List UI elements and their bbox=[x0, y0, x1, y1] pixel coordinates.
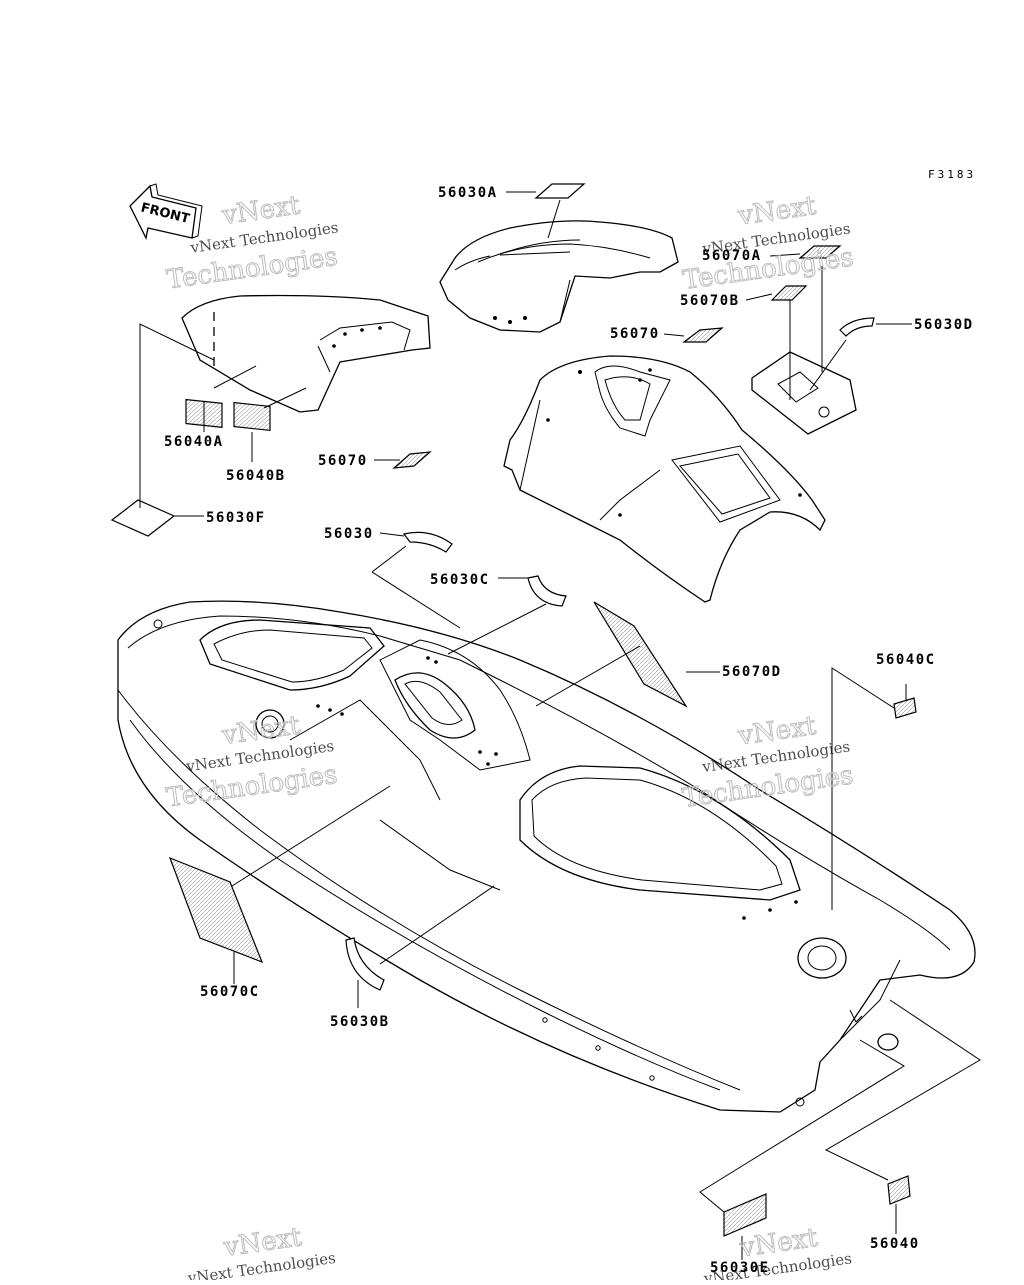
decal-56040B bbox=[233, 401, 271, 432]
leader-lines bbox=[139, 191, 981, 1260]
decal-56030F bbox=[110, 499, 176, 537]
label-56070-upper: 56070 bbox=[610, 326, 660, 342]
watermark-4: vNext vNext Technologies Technologies bbox=[680, 710, 856, 814]
label-56030A: 56030A bbox=[438, 185, 498, 201]
decal-56030D bbox=[839, 317, 875, 337]
label-56070B: 56070B bbox=[680, 293, 740, 309]
label-56040A: 56040A bbox=[164, 434, 224, 450]
label-56030C: 56030C bbox=[430, 572, 490, 588]
label-56030D: 56030D bbox=[914, 317, 974, 333]
decal-56070B bbox=[770, 285, 808, 301]
label-56070-left: 56070 bbox=[318, 453, 368, 469]
decal-56070C bbox=[168, 856, 264, 964]
decal-56030B bbox=[345, 937, 385, 991]
label-56030E: 56030E bbox=[710, 1260, 770, 1276]
decal-56040C bbox=[893, 697, 917, 719]
decal-56070-upper bbox=[682, 327, 724, 343]
front-hood-cover bbox=[181, 294, 431, 413]
watermark-2: vNext vNext Technologies Technologies bbox=[680, 190, 856, 296]
label-56040B: 56040B bbox=[226, 468, 286, 484]
watermark-5: vNext vNext Technologies bbox=[186, 1222, 337, 1285]
decal-56030C bbox=[527, 575, 567, 607]
decal-56040 bbox=[887, 1175, 911, 1205]
deck-cover bbox=[503, 355, 826, 603]
part-labels: 56030A 56070A 56070B 56070 56030D 56040A… bbox=[164, 185, 974, 1276]
label-56070C: 56070C bbox=[200, 984, 260, 1000]
label-56030F: 56030F bbox=[206, 510, 266, 526]
label-56030: 56030 bbox=[324, 526, 374, 542]
decal-56070-left bbox=[392, 451, 432, 469]
watermark-3: vNext vNext Technologies Technologies bbox=[164, 710, 340, 814]
front-arrow-icon: FRONT bbox=[129, 183, 203, 240]
seat-cover bbox=[439, 220, 679, 333]
label-56040C: 56040C bbox=[876, 652, 936, 668]
decal-56070D bbox=[593, 601, 688, 708]
decal-56070A bbox=[798, 245, 842, 259]
hull bbox=[117, 600, 976, 1113]
watermark-6: vNext vNext Technologies bbox=[702, 1222, 853, 1285]
decal-56030E bbox=[723, 1193, 767, 1237]
hatch-plate bbox=[751, 351, 857, 435]
label-56070A: 56070A bbox=[702, 248, 762, 264]
label-56030B: 56030B bbox=[330, 1014, 390, 1030]
label-56040: 56040 bbox=[870, 1236, 920, 1252]
decal-56030A bbox=[534, 183, 586, 199]
figure-code: F3183 bbox=[928, 168, 976, 181]
decal-56030 bbox=[402, 531, 453, 553]
label-56070D: 56070D bbox=[722, 664, 782, 680]
